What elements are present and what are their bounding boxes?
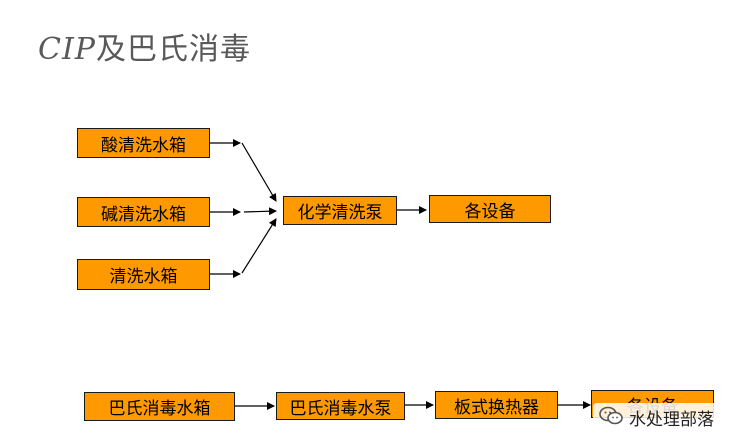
chemical-cleaning-pump: 化学清洗泵 xyxy=(283,196,397,225)
watermark-text: 水处理部落 xyxy=(629,410,714,430)
title-latin: CIP xyxy=(38,32,96,67)
cip-equipment: 各设备 xyxy=(429,195,551,223)
pasteurization-water-pump: 巴氏消毒水泵 xyxy=(276,392,405,420)
page-title: CIP及巴氏消毒 xyxy=(38,24,251,68)
wechat-icon xyxy=(599,406,623,430)
acid-cleaning-tank: 酸清洗水箱 xyxy=(77,128,210,158)
alkali-cleaning-tank: 碱清洗水箱 xyxy=(77,197,210,227)
watermark: 水处理部落 xyxy=(593,403,720,432)
arrow-acid-to-pump xyxy=(241,142,277,202)
pasteurization-water-tank: 巴氏消毒水箱 xyxy=(84,392,235,421)
arrow-alkali-to-pump xyxy=(243,207,277,216)
title-cjk: 及巴氏消毒 xyxy=(96,32,251,67)
plate-heat-exchanger: 板式换热器 xyxy=(435,391,558,419)
rinse-water-tank: 清洗水箱 xyxy=(77,259,210,290)
arrow-rinse-to-pump xyxy=(241,218,277,274)
